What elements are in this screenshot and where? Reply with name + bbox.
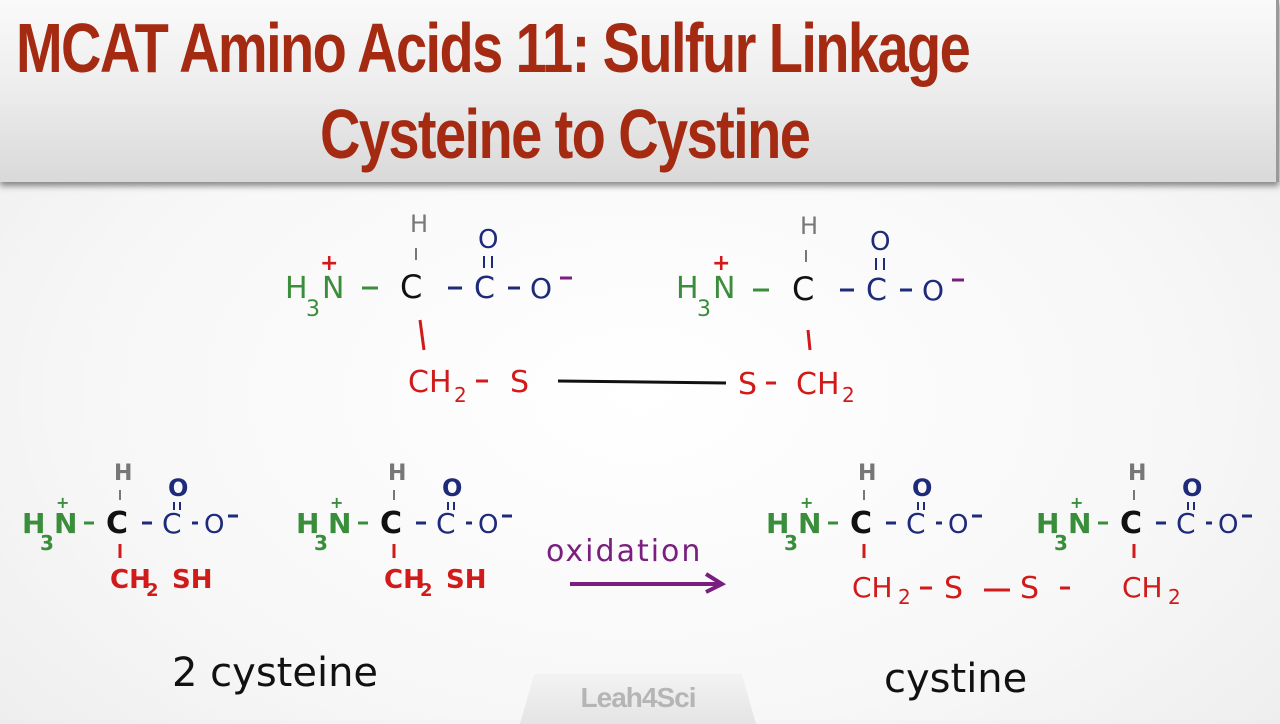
svg-text:H: H: [410, 210, 428, 238]
svg-text:H: H: [388, 461, 406, 486]
reactants-label: 2 cysteine: [172, 650, 379, 696]
svg-text:N: N: [322, 271, 344, 306]
logo-tab: Leah4Sci: [520, 674, 756, 724]
svg-text:CH: CH: [852, 571, 893, 604]
svg-text:O: O: [948, 510, 968, 540]
svg-text:+: +: [712, 251, 730, 276]
svg-text:3: 3: [697, 297, 711, 322]
svg-text:C: C: [1120, 506, 1142, 541]
svg-text:H: H: [1128, 461, 1146, 486]
svg-text:H: H: [296, 507, 319, 540]
svg-text:+: +: [1070, 493, 1083, 512]
svg-text:H: H: [858, 461, 876, 486]
oxidation-label: oxidation: [546, 534, 703, 569]
svg-text:O: O: [1182, 474, 1202, 502]
svg-text:H: H: [22, 507, 45, 540]
top-right-residue: H 3 N + C H C O O S CH 2: [676, 212, 964, 407]
product-label: cystine: [884, 656, 1028, 702]
svg-text:N: N: [713, 271, 735, 306]
svg-text:2: 2: [898, 585, 911, 609]
svg-text:C: C: [906, 507, 926, 540]
title-banner: MCAT Amino Acids 11: Sulfur Linkage Cyst…: [0, 0, 1279, 182]
svg-text:C: C: [400, 268, 422, 306]
svg-text:H: H: [1036, 507, 1059, 540]
svg-text:C: C: [474, 271, 495, 306]
reactant-cysteine-2: H 3 N + C H C O O CH 2 SH: [296, 461, 512, 601]
product-cystine: H 3 N + C H C O O H 3 N + C H C O O CH 2: [766, 461, 1252, 609]
svg-text:C: C: [850, 506, 872, 541]
svg-text:H: H: [766, 507, 789, 540]
svg-text:C: C: [866, 273, 887, 308]
svg-text:S: S: [944, 571, 963, 606]
svg-text:3: 3: [784, 531, 798, 555]
svg-text:C: C: [162, 507, 182, 540]
svg-text:SH: SH: [172, 565, 213, 595]
svg-text:N: N: [1068, 507, 1091, 540]
svg-text:O: O: [870, 227, 890, 257]
svg-text:2: 2: [146, 580, 159, 601]
svg-text:C: C: [1176, 507, 1196, 540]
svg-text:CH: CH: [408, 365, 452, 400]
svg-text:O: O: [478, 225, 498, 255]
svg-text:2: 2: [420, 580, 433, 601]
svg-text:N: N: [798, 507, 821, 540]
svg-text:O: O: [912, 474, 932, 502]
top-left-residue: H 3 N + C H C O O CH 2 S: [285, 210, 572, 407]
svg-text:N: N: [54, 507, 77, 540]
svg-text:O: O: [478, 510, 498, 540]
svg-text:C: C: [106, 506, 128, 541]
svg-text:CH: CH: [384, 565, 425, 595]
svg-text:CH: CH: [796, 367, 840, 402]
svg-text:S: S: [510, 365, 529, 400]
svg-text:CH: CH: [1122, 571, 1163, 604]
svg-text:O: O: [922, 274, 944, 307]
svg-text:3: 3: [1054, 531, 1068, 555]
svg-text:3: 3: [40, 531, 54, 555]
svg-text:H: H: [676, 271, 699, 306]
svg-text:+: +: [330, 493, 343, 512]
svg-text:C: C: [436, 507, 456, 540]
svg-text:CH: CH: [110, 565, 151, 595]
oxidation-arrow: [570, 572, 727, 594]
svg-text:O: O: [168, 474, 188, 502]
reactant-cysteine-1: H 3 N + C H C O O CH 2 SH: [22, 461, 238, 601]
svg-text:C: C: [380, 506, 402, 541]
svg-text:3: 3: [314, 531, 328, 555]
title-line-1: MCAT Amino Acids 11: Sulfur Linkage: [16, 9, 971, 87]
svg-text:N: N: [328, 507, 351, 540]
svg-text:O: O: [530, 272, 552, 305]
svg-text:O: O: [204, 510, 224, 540]
brand-logo: Leah4Sci: [580, 682, 697, 713]
svg-text:O: O: [1218, 510, 1238, 540]
svg-text:H: H: [800, 212, 818, 240]
svg-text:2: 2: [1168, 585, 1181, 609]
disulfide-bond-line: [557, 379, 727, 385]
svg-text:3: 3: [306, 297, 320, 322]
svg-text:+: +: [800, 493, 813, 512]
title-line-2: Cysteine to Cystine: [320, 95, 811, 173]
svg-text:S: S: [738, 367, 757, 402]
svg-text:+: +: [320, 251, 338, 276]
svg-text:2: 2: [842, 383, 855, 407]
svg-text:SH: SH: [446, 565, 487, 595]
svg-text:O: O: [442, 474, 462, 502]
svg-text:2: 2: [454, 383, 467, 407]
svg-text:+: +: [56, 493, 69, 512]
svg-text:S: S: [1020, 571, 1039, 606]
svg-text:H: H: [114, 461, 132, 486]
svg-text:H: H: [285, 271, 308, 306]
svg-text:C: C: [792, 270, 814, 308]
